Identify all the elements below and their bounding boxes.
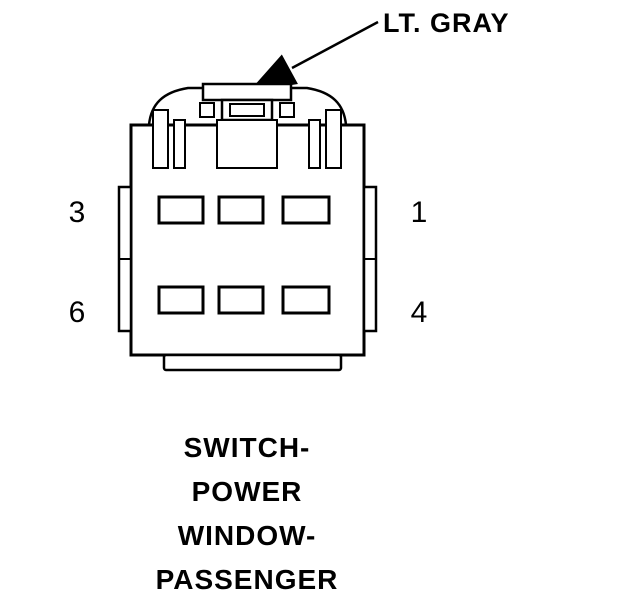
latch-inner-detail [229, 103, 265, 117]
pin-number-4: 4 [410, 296, 428, 329]
rib-right-inner [308, 119, 321, 169]
caption-line-2: POWER [191, 476, 303, 507]
caption-line-3: WINDOW- [177, 520, 317, 551]
pin-cavity-bottom-left [157, 285, 205, 315]
latch-side-right [279, 102, 295, 118]
pin-cavity-bottom-center [217, 285, 265, 315]
rib-right-outer [325, 109, 342, 169]
pin-cavity-top-center [217, 195, 265, 225]
caption-line-4: PASSENGER [155, 564, 339, 595]
pin-cavity-bottom-right [281, 285, 331, 315]
caption-line-1: SWITCH- [183, 432, 311, 463]
latch-top [201, 82, 293, 102]
leader-line [291, 20, 379, 70]
latch-channel [216, 119, 278, 169]
pin-number-6: 6 [68, 296, 86, 329]
rib-left-outer [152, 109, 169, 169]
pin-number-3: 3 [68, 196, 86, 229]
pin-cavity-top-right [281, 195, 331, 225]
base-strip [162, 353, 343, 372]
pin-number-1: 1 [410, 196, 428, 229]
pin-cavity-top-left [157, 195, 205, 225]
rib-left-inner [173, 119, 186, 169]
component-caption: SWITCH- POWER WINDOW- PASSENGER [97, 426, 397, 600]
latch-side-left [199, 102, 215, 118]
wire-color-label: LT. GRAY [383, 8, 510, 38]
